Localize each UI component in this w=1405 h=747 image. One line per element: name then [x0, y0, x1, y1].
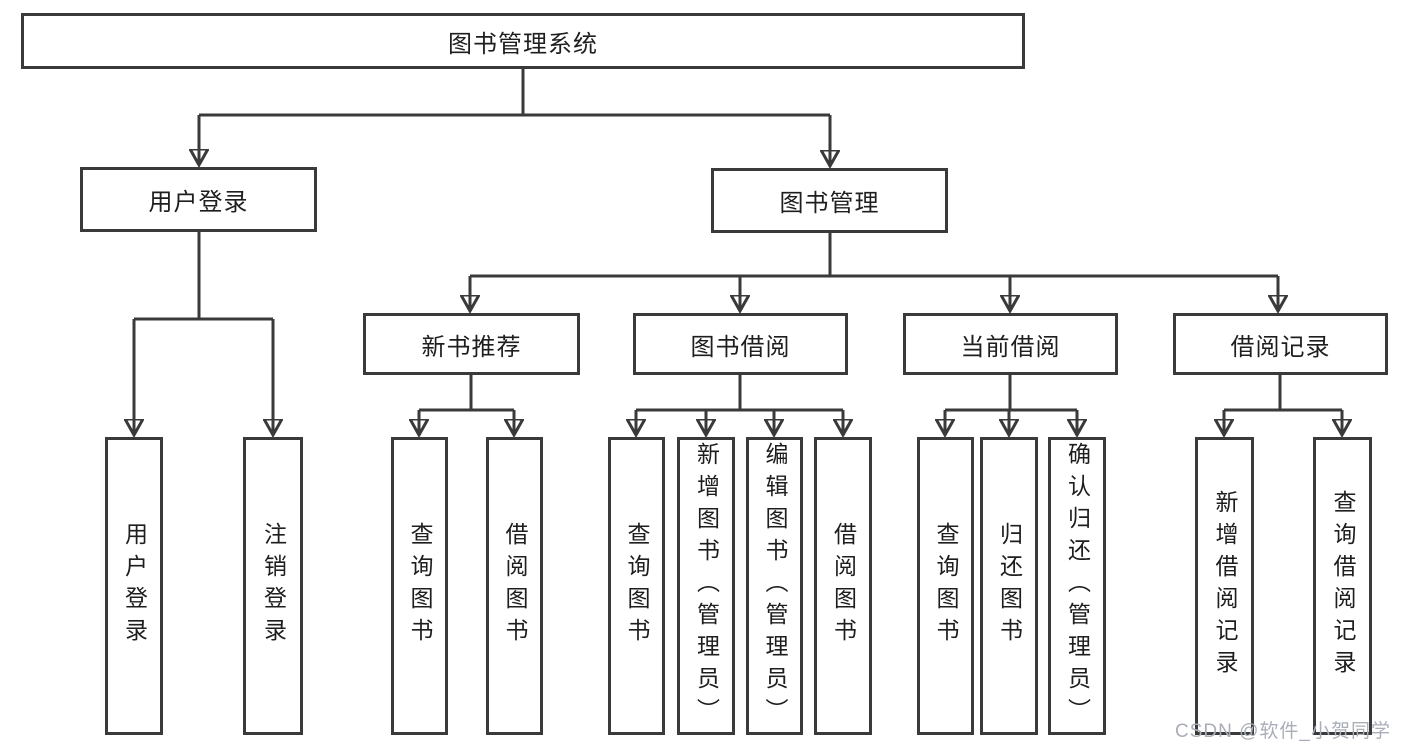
leaf-user-login: 用户登录 [105, 437, 163, 735]
leaf-query-books-1: 查询图书 [391, 437, 448, 735]
leaf-query-borrow-record: 查询借阅记录 [1313, 437, 1372, 735]
leaf-query-books-2: 查询图书 [608, 437, 665, 735]
leaf-borrow-books-2: 借阅图书 [814, 437, 872, 735]
leaf-add-borrow-record: 新增借阅记录 [1195, 437, 1254, 735]
node-user-login: 用户登录 [80, 167, 317, 232]
leaf-edit-book-admin: 编辑图书（管理员） [746, 437, 803, 735]
node-current-borrowing: 当前借阅 [903, 313, 1118, 375]
leaf-confirm-return-admin: 确认归还（管理员） [1048, 437, 1106, 735]
node-book-borrowing: 图书借阅 [633, 313, 848, 375]
leaf-return-books: 归还图书 [980, 437, 1038, 735]
node-new-book-recommend: 新书推荐 [363, 313, 580, 375]
node-book-management: 图书管理 [711, 168, 948, 233]
node-borrowing-records: 借阅记录 [1173, 313, 1388, 375]
node-root: 图书管理系统 [21, 13, 1025, 69]
leaf-logout: 注销登录 [243, 437, 303, 735]
leaf-borrow-books-1: 借阅图书 [486, 437, 543, 735]
csdn-watermark: CSDN @软件_小贺同学 [1175, 721, 1391, 742]
leaf-query-books-3: 查询图书 [917, 437, 974, 735]
leaf-add-book-admin: 新增图书（管理员） [677, 437, 735, 735]
